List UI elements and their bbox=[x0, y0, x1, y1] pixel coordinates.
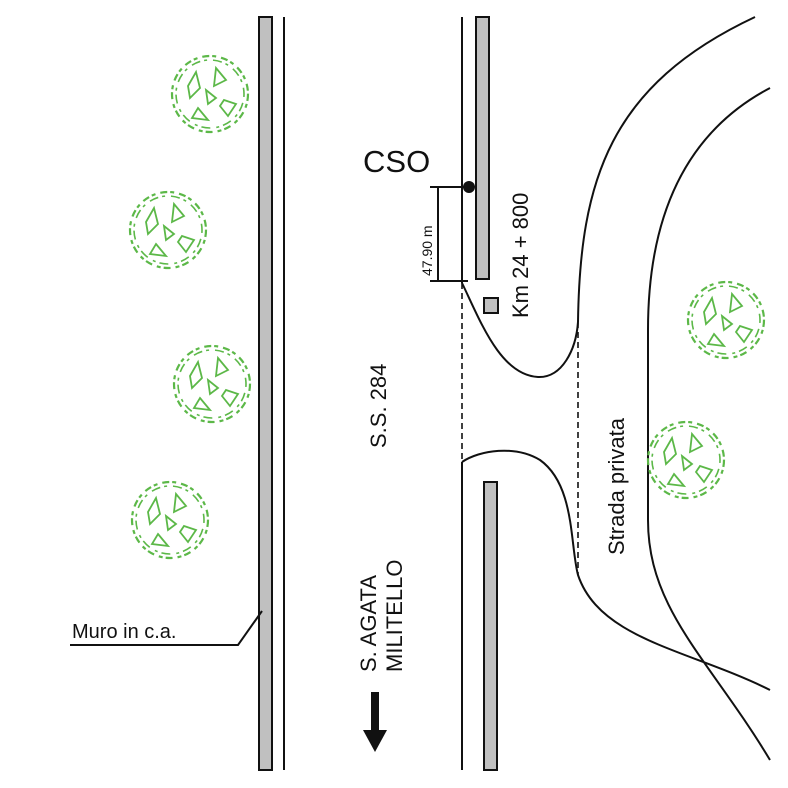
tree-icon bbox=[170, 54, 250, 134]
tree-icon bbox=[130, 480, 210, 560]
private-road-upper-curve bbox=[461, 282, 579, 379]
left-wall bbox=[258, 16, 273, 771]
private-road-outer-curve bbox=[577, 16, 756, 323]
private-road-inner-curve bbox=[647, 87, 771, 761]
tree-icon bbox=[686, 280, 766, 360]
destination-label-line1: S. AGATA bbox=[356, 575, 381, 672]
tree-icon bbox=[172, 344, 252, 424]
cso-label: CSO bbox=[363, 144, 430, 179]
private-road-lower-curve bbox=[461, 449, 771, 691]
ss-label: S.S. 284 bbox=[366, 364, 391, 448]
destination-label-line2: MILITELLO bbox=[382, 560, 407, 672]
tree-icon bbox=[128, 190, 208, 270]
muro-label: Muro in c.a. bbox=[72, 621, 176, 643]
muro-leader-line bbox=[70, 610, 263, 646]
cso-point-dot-icon bbox=[463, 181, 475, 193]
distance-label: 47.90 m bbox=[419, 225, 435, 276]
guardrail-bottom bbox=[483, 481, 498, 771]
km-label: Km 24 + 800 bbox=[508, 193, 533, 318]
km-marker-box bbox=[483, 297, 499, 314]
guardrail-top bbox=[475, 16, 490, 280]
arrow-down-icon bbox=[363, 692, 387, 752]
strada-label: Strada privata bbox=[604, 417, 629, 555]
tree-icon bbox=[646, 420, 726, 500]
